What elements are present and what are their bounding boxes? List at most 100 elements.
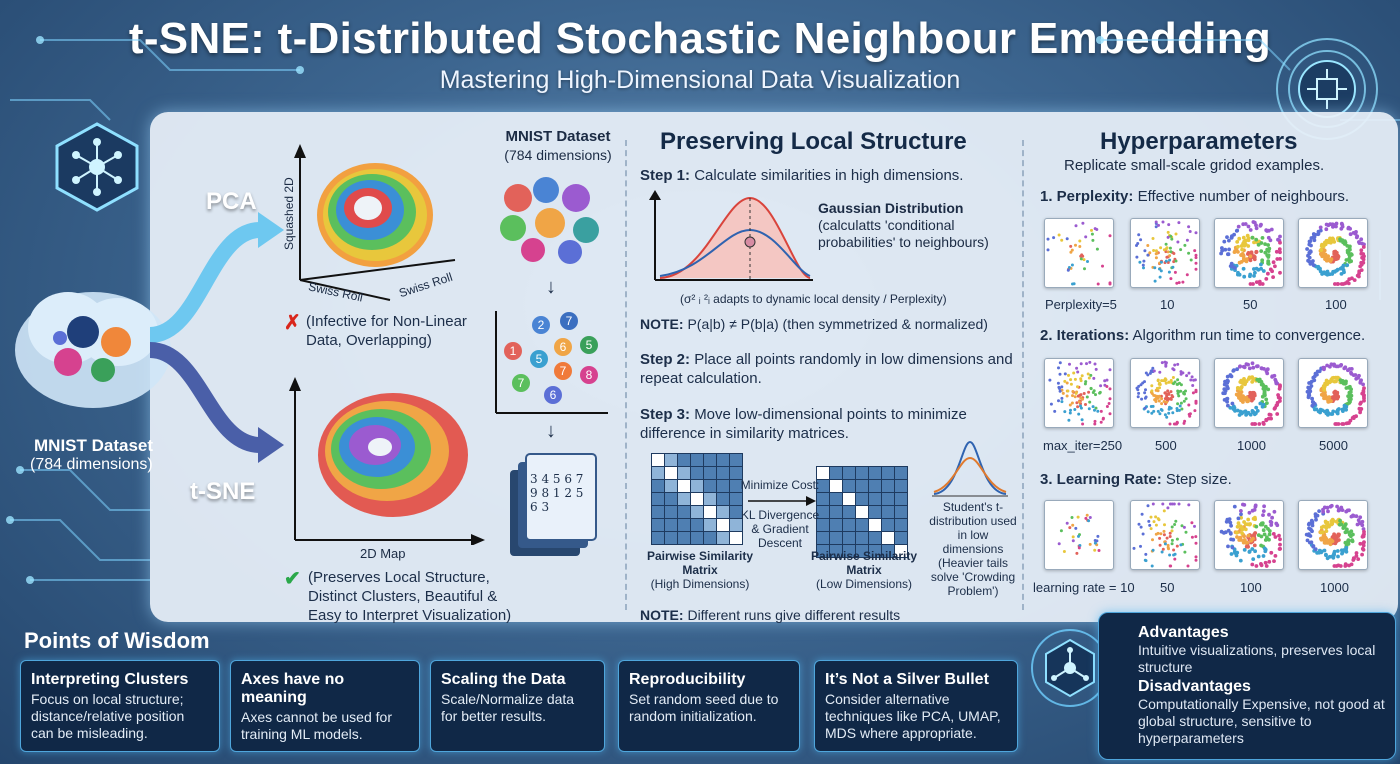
- wisdom-card-2: Scaling the Data Scale/Normalize data fo…: [430, 660, 605, 752]
- scatter-point: [1331, 237, 1336, 242]
- scatter-point: [1143, 406, 1147, 410]
- digit-cluster: 6: [554, 338, 572, 356]
- scatter-point: [1085, 395, 1089, 399]
- matrix-cell: [830, 532, 842, 544]
- scatter-point: [1154, 249, 1158, 253]
- pca-ylabel: Squashed 2D: [282, 177, 296, 250]
- scatter-point: [1167, 411, 1171, 415]
- scatter-point: [1347, 530, 1352, 535]
- matrix-cell: [895, 506, 907, 518]
- scatter-point: [1150, 384, 1154, 388]
- scatter-point: [1325, 521, 1329, 526]
- scatter-point: [1249, 394, 1254, 399]
- scatter-point: [1168, 531, 1172, 535]
- scatter-point: [1071, 523, 1075, 527]
- scatter-point: [1240, 252, 1245, 256]
- scatter-point: [1362, 398, 1366, 403]
- p2-value-0: max_iter=250: [1043, 438, 1123, 453]
- perplexity-row-title: 1. Perplexity: Effective number of neigh…: [1040, 187, 1349, 206]
- scatter-point: [1241, 502, 1245, 507]
- scatter-point: [1254, 223, 1258, 228]
- scatter-point: [1353, 231, 1358, 236]
- scatter-point: [1278, 270, 1282, 275]
- scatter-point: [1321, 534, 1326, 539]
- matrix-cell: [678, 506, 690, 518]
- scatter-point: [1065, 521, 1069, 525]
- scatter-point: [1252, 412, 1257, 417]
- hyper-thumbnail: [1298, 358, 1368, 428]
- scatter-point: [1177, 502, 1181, 506]
- scatter-point: [1084, 403, 1087, 406]
- scatter-point: [1265, 367, 1270, 372]
- scatter-point: [1069, 244, 1073, 248]
- scatter-point: [1235, 408, 1240, 413]
- scatter-point: [1348, 232, 1353, 237]
- scatter-point: [1076, 370, 1080, 374]
- gaussian-curve-chart: [649, 190, 813, 281]
- scatter-point: [1158, 267, 1161, 271]
- card-body: Focus on local structure; distance/relat…: [31, 691, 185, 741]
- scatter-point: [1174, 232, 1178, 236]
- scatter-point: [1074, 391, 1078, 395]
- scatter-point: [1237, 260, 1242, 265]
- scatter-point: [1246, 544, 1250, 549]
- step3-label: Step 3:: [640, 406, 691, 423]
- wisdom-card-4: It’s Not a Silver Bullet Consider altern…: [814, 660, 1018, 752]
- scatter-point: [1077, 412, 1081, 416]
- scatter-point: [1272, 373, 1277, 378]
- hyper-title: Hyperparameters: [1100, 128, 1298, 155]
- scatter-point: [1246, 252, 1250, 256]
- scatter-point: [1172, 422, 1176, 426]
- scatter-point: [1172, 368, 1176, 372]
- scatter-point: [1180, 407, 1184, 411]
- scatter-point: [1085, 513, 1089, 517]
- matrix-cell: [665, 467, 677, 479]
- scatter-point: [1148, 251, 1152, 255]
- scatter-point: [1247, 510, 1252, 515]
- scatter-point: [1272, 559, 1276, 563]
- scatter-point: [1313, 547, 1318, 552]
- spiral-scatter: [1057, 513, 1101, 555]
- scatter-point: [1348, 399, 1352, 404]
- scatter-point: [1152, 520, 1156, 524]
- scatter-point: [1358, 515, 1363, 520]
- matrix-cell: [717, 506, 729, 518]
- scatter-point: [1278, 240, 1282, 245]
- scatter-point: [1108, 368, 1112, 372]
- scatter-point: [1334, 422, 1339, 426]
- scatter-point: [1180, 524, 1184, 528]
- scatter-point: [1239, 512, 1243, 517]
- scatter-point: [1229, 552, 1234, 556]
- scatter-point: [1267, 412, 1272, 417]
- matrix-cell: [678, 532, 690, 544]
- matrix-cell: [691, 467, 703, 479]
- scatter-point: [1194, 558, 1198, 562]
- scatter-point: [1250, 409, 1255, 413]
- matrix-cell: [882, 519, 894, 531]
- scatter-point: [1068, 411, 1072, 415]
- wisdom-card-0: Interpreting Clusters Focus on local str…: [20, 660, 220, 752]
- scatter-point: [1151, 404, 1155, 408]
- scatter-point: [1322, 409, 1327, 414]
- spiral-scatter: [1135, 220, 1198, 285]
- scatter-point: [1250, 547, 1255, 551]
- matrix-cell: [830, 493, 842, 505]
- scatter-point: [1069, 378, 1073, 382]
- scatter-point: [1334, 379, 1338, 384]
- scatter-point: [1345, 263, 1350, 267]
- scatter-point: [1057, 233, 1061, 237]
- student-text: Student's t-distribution used in low dim…: [929, 500, 1017, 598]
- matrix-low-sub: (Low Dimensions): [815, 577, 913, 591]
- scatter-point: [1248, 274, 1252, 279]
- matrix-cell: [678, 467, 690, 479]
- scatter-point: [1061, 391, 1065, 395]
- scatter-point: [1105, 378, 1109, 382]
- scatter-point: [1309, 518, 1314, 523]
- scatter-point: [1229, 261, 1234, 266]
- matrix-cell: [717, 480, 729, 492]
- scatter-point: [1261, 269, 1266, 273]
- scatter-point: [1233, 551, 1237, 555]
- scatter-point: [1070, 401, 1074, 405]
- card-body: Scale/Normalize data for better results.: [441, 691, 575, 724]
- scatter-point: [1245, 233, 1250, 238]
